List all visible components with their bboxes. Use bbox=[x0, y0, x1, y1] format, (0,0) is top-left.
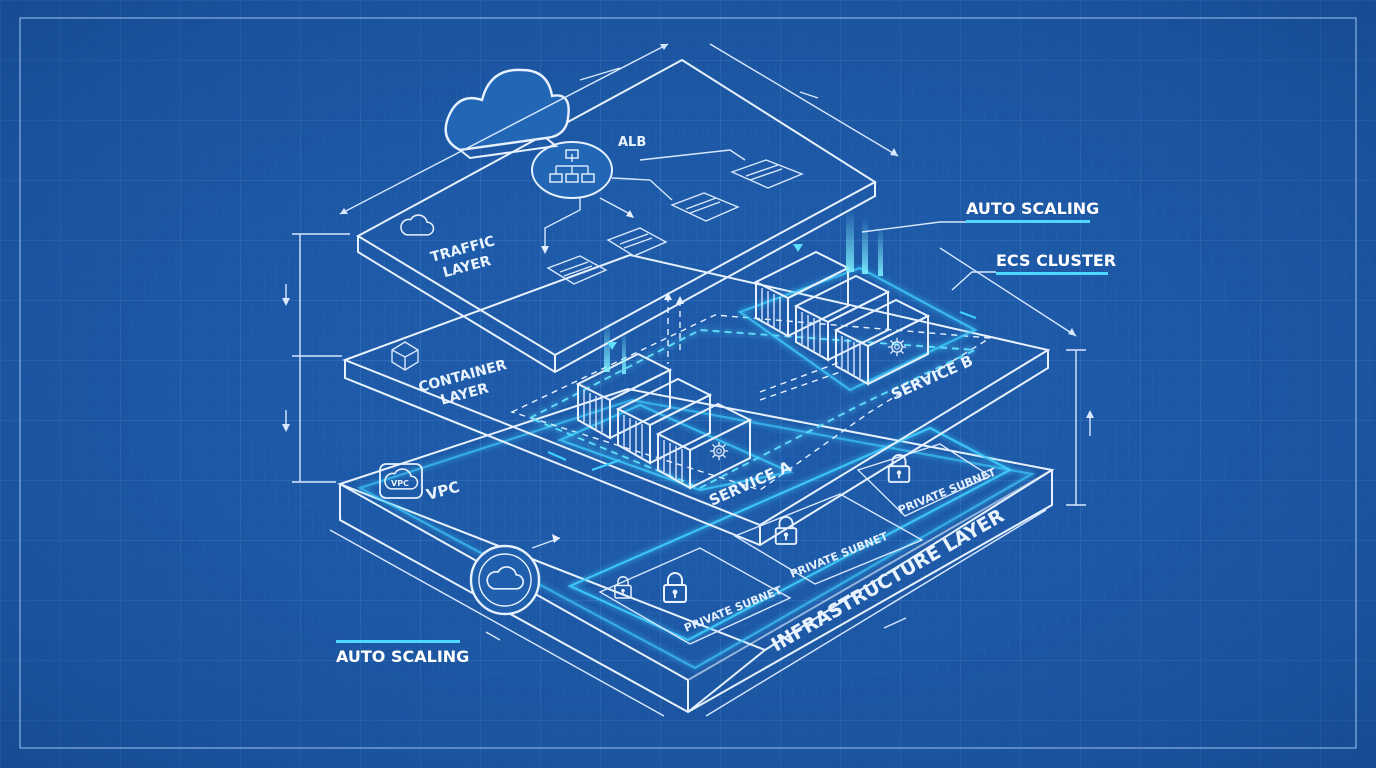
target-box-3 bbox=[670, 192, 740, 222]
target-box-2 bbox=[606, 227, 668, 257]
target-box-1 bbox=[546, 255, 608, 285]
callout-auto-scaling-top-text: AUTO SCALING bbox=[966, 199, 1099, 218]
callout-ecs-cluster: ECS CLUSTER bbox=[951, 251, 1116, 291]
alb-label: ALB bbox=[618, 135, 646, 150]
target-box-4 bbox=[730, 159, 804, 189]
dimension-lines bbox=[282, 43, 1094, 717]
callout-auto-scaling-top: AUTO SCALING bbox=[861, 199, 1099, 233]
callout-auto-scaling-bottom-text: AUTO SCALING bbox=[336, 647, 469, 666]
traffic-layer: TRAFFIC LAYER ALB bbox=[355, 58, 877, 374]
callout-ecs-cluster-text: ECS CLUSTER bbox=[996, 251, 1116, 270]
vpc-icon-label: VPC bbox=[391, 479, 409, 488]
callout-auto-scaling-bottom: AUTO SCALING bbox=[336, 640, 469, 666]
